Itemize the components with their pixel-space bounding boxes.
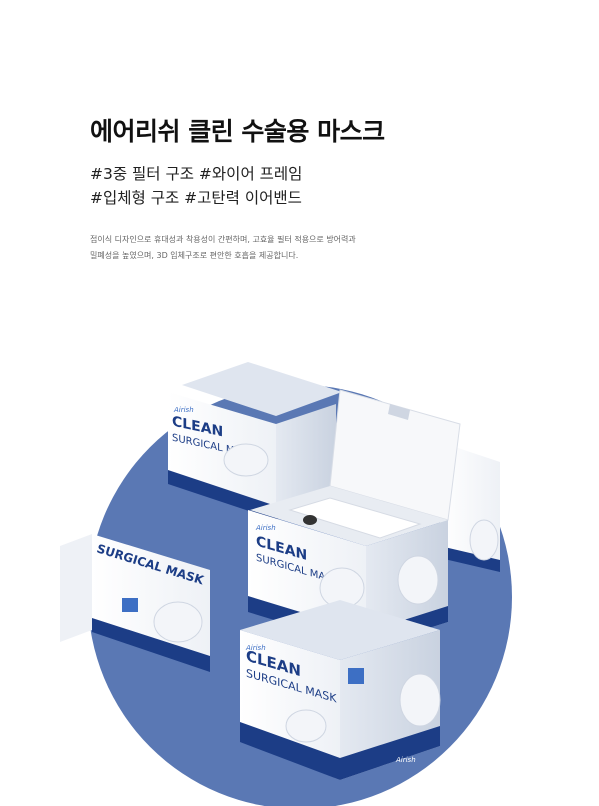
- mask-box-right: [440, 442, 500, 572]
- description-line-2: 밀폐성을 높였으며, 3D 입체구조로 편안한 호흡을 제공합니다.: [90, 251, 299, 260]
- product-title: 에어리쉬 클린 수술용 마스크: [90, 117, 385, 146]
- box-brand: Airish: [173, 406, 194, 414]
- hero-illustration: Airish CLEAN SURGICAL MASK SURGICAL MASK: [60, 362, 512, 806]
- feature-tags: #3중 필터 구조 #와이어 프레임 #입체형 구조 #고탄력 이어밴드: [90, 162, 302, 210]
- mask-box-front: Airish CLEAN SURGICAL MASK Airish: [240, 600, 441, 780]
- tag-line-1: #3중 필터 구조 #와이어 프레임: [90, 165, 303, 183]
- product-hero-image: Airish CLEAN SURGICAL MASK SURGICAL MASK: [0, 360, 599, 806]
- mask-box-back-left: Airish CLEAN SURGICAL MASK: [168, 362, 342, 520]
- front-box-brand: Airish: [245, 644, 266, 652]
- front-box-side-brand: Airish: [395, 756, 416, 764]
- product-description: 접이식 디자인으로 휴대성과 착용성이 간편하며, 고효율 필터 적용으로 방어…: [90, 232, 410, 264]
- mask-box-left: SURGICAL MASK: [60, 534, 210, 672]
- tag-line-2: #입체형 구조 #고탄력 이어밴드: [90, 189, 302, 207]
- open-box-brand: Airish: [255, 524, 276, 532]
- description-line-1: 접이식 디자인으로 휴대성과 착용성이 간편하며, 고효율 필터 적용으로 방어…: [90, 235, 356, 244]
